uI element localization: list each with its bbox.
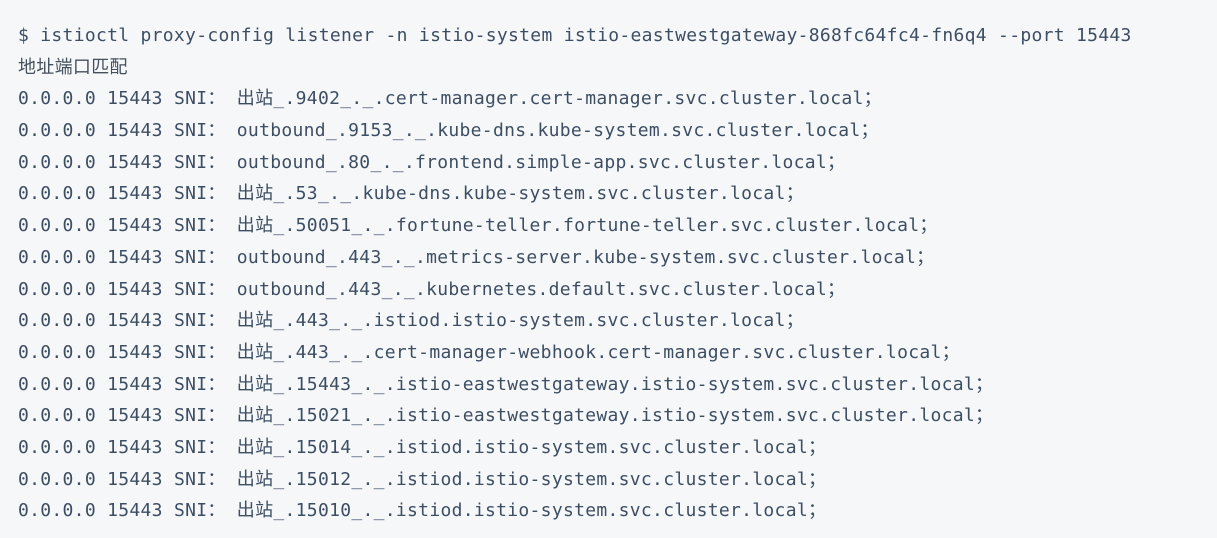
listener-row: 0.0.0.0 15443 SNI： 出站_.50051_._.fortune-…	[18, 210, 1199, 242]
sni-value: 出站_.9402_._.cert-manager.cert-manager.sv…	[236, 88, 882, 110]
listener-port: 15443	[107, 373, 163, 395]
sni-value: outbound_.443_._.kubernetes.default.svc.…	[236, 278, 846, 300]
listener-address: 0.0.0.0	[18, 246, 96, 268]
listener-port: 15443	[107, 120, 163, 142]
listener-port: 15443	[107, 151, 163, 173]
output-header: 地址端口匹配	[18, 56, 128, 78]
listener-port: 15443	[107, 405, 163, 427]
sni-value: 出站_.443_._.istiod.istio-system.svc.clust…	[236, 310, 804, 332]
listener-port: 15443	[107, 468, 163, 490]
listener-address: 0.0.0.0	[18, 500, 96, 522]
listener-address: 0.0.0.0	[18, 341, 96, 363]
listener-address: 0.0.0.0	[18, 278, 96, 300]
sni-value: outbound_.9153_._.kube-dns.kube-system.s…	[236, 120, 879, 142]
sni-label: SNI：	[173, 405, 226, 427]
command-line: $ istioctl proxy-config listener -n isti…	[18, 20, 1199, 52]
sni-value: 出站_.443_._.cert-manager-webhook.cert-man…	[236, 341, 960, 363]
listener-row: 0.0.0.0 15443 SNI： outbound_.9153_._.kub…	[18, 115, 1199, 147]
sni-value: 出站_.53_._.kube-dns.kube-system.svc.clust…	[236, 183, 804, 205]
listener-address: 0.0.0.0	[18, 405, 96, 427]
listener-row: 0.0.0.0 15443 SNI： 出站_.15010_._.istiod.i…	[18, 495, 1199, 527]
listener-port: 15443	[107, 246, 163, 268]
listener-row: 0.0.0.0 15443 SNI： 出站_.9402_._.cert-mana…	[18, 83, 1199, 115]
listener-row: 0.0.0.0 15443 SNI： 出站_.53_._.kube-dns.ku…	[18, 178, 1199, 210]
sni-label: SNI：	[173, 151, 226, 173]
listener-row: 0.0.0.0 15443 SNI： 出站_.15443_._.istio-ea…	[18, 369, 1199, 401]
sni-label: SNI：	[173, 500, 226, 522]
sni-value: outbound_.80_._.frontend.simple-app.svc.…	[236, 151, 846, 173]
sni-label: SNI：	[173, 120, 226, 142]
listener-row: 0.0.0.0 15443 SNI： outbound_.443_._.kube…	[18, 274, 1199, 306]
sni-label: SNI：	[173, 183, 226, 205]
sni-label: SNI：	[173, 88, 226, 110]
listener-row: 0.0.0.0 15443 SNI： 出站_.15014_._.istiod.i…	[18, 432, 1199, 464]
sni-value: 出站_.15021_._.istio-eastwestgateway.istio…	[236, 405, 994, 427]
listener-address: 0.0.0.0	[18, 468, 96, 490]
listener-address: 0.0.0.0	[18, 88, 96, 110]
listener-row: 0.0.0.0 15443 SNI： 出站_.443_._.istiod.ist…	[18, 305, 1199, 337]
listener-port: 15443	[107, 500, 163, 522]
listener-address: 0.0.0.0	[18, 183, 96, 205]
sni-label: SNI：	[173, 436, 226, 458]
sni-value: 出站_.15014_._.istiod.istio-system.svc.clu…	[236, 436, 827, 458]
listener-row: 0.0.0.0 15443 SNI： 出站_.15021_._.istio-ea…	[18, 400, 1199, 432]
sni-value: 出站_.50051_._.fortune-teller.fortune-tell…	[236, 215, 938, 237]
sni-value: outbound_.443_._.metrics-server.kube-sys…	[236, 246, 935, 268]
sni-value: 出站_.15443_._.istio-eastwestgateway.istio…	[236, 373, 994, 395]
listener-port: 15443	[107, 278, 163, 300]
command-text: istioctl proxy-config listener -n istio-…	[40, 25, 1132, 46]
listener-address: 0.0.0.0	[18, 436, 96, 458]
sni-label: SNI：	[173, 341, 226, 363]
listener-port: 15443	[107, 183, 163, 205]
listener-address: 0.0.0.0	[18, 120, 96, 142]
listener-address: 0.0.0.0	[18, 215, 96, 237]
sni-label: SNI：	[173, 246, 226, 268]
listener-port: 15443	[107, 341, 163, 363]
sni-value: 出站_.15010_._.istiod.istio-system.svc.clu…	[236, 500, 827, 522]
sni-label: SNI：	[173, 310, 226, 332]
sni-label: SNI：	[173, 373, 226, 395]
sni-label: SNI：	[173, 468, 226, 490]
listener-address: 0.0.0.0	[18, 310, 96, 332]
sni-value: 出站_.15012_._.istiod.istio-system.svc.clu…	[236, 468, 827, 490]
listener-port: 15443	[107, 215, 163, 237]
listener-row: 0.0.0.0 15443 SNI： 出站_.443_._.cert-manag…	[18, 337, 1199, 369]
listener-port: 15443	[107, 310, 163, 332]
listener-row: 0.0.0.0 15443 SNI： outbound_.80_._.front…	[18, 147, 1199, 179]
listener-row: 0.0.0.0 15443 SNI： outbound_.443_._.metr…	[18, 242, 1199, 274]
listener-port: 15443	[107, 436, 163, 458]
sni-label: SNI：	[173, 215, 226, 237]
listener-row: 0.0.0.0 15443 SNI： 出站_.15012_._.istiod.i…	[18, 464, 1199, 496]
listener-address: 0.0.0.0	[18, 373, 96, 395]
listener-address: 0.0.0.0	[18, 151, 96, 173]
sni-label: SNI：	[173, 278, 226, 300]
shell-prompt: $	[18, 25, 30, 46]
listener-port: 15443	[107, 88, 163, 110]
